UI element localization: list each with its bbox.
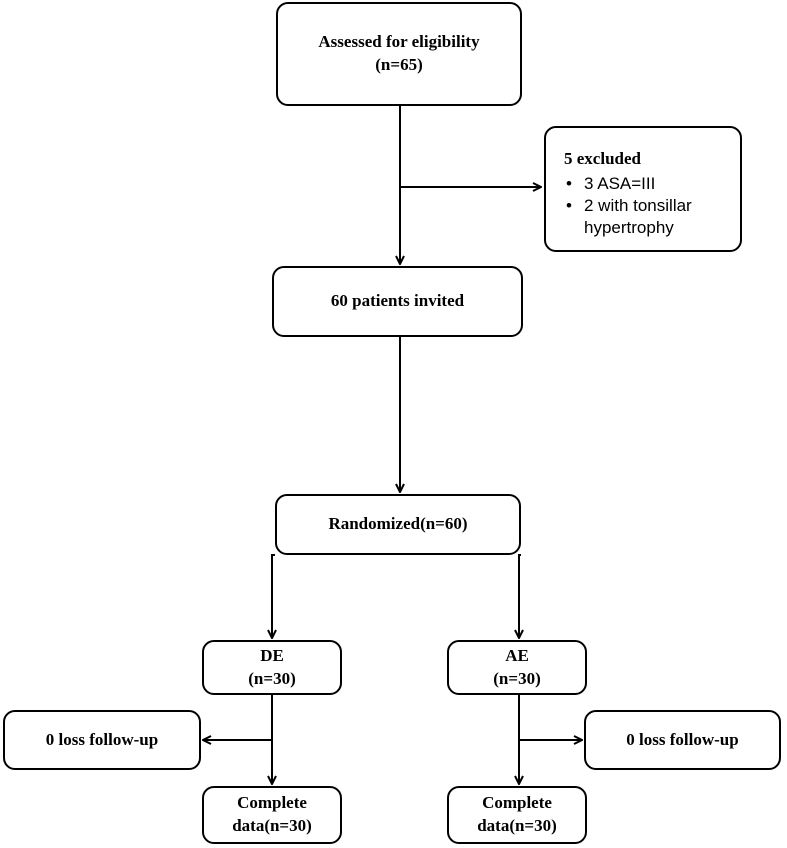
assessed-count: (n=65) (375, 55, 423, 74)
ae-count: (n=30) (493, 668, 541, 688)
excluded-reasons-list: 3 ASA=III 2 with tonsillar (564, 173, 692, 217)
excluded-reason-item: 3 ASA=III (566, 173, 692, 195)
box-assessed-eligibility: Assessed for eligibility (n=65) (276, 2, 522, 106)
excluded-reason-continuation: hypertrophy (584, 218, 674, 238)
invited-label: 60 patients invited (330, 291, 465, 311)
box-loss-followup-right: 0 loss follow-up (584, 710, 781, 770)
box-loss-followup-left: 0 loss follow-up (3, 710, 201, 770)
randomized-label: Randomized(n=60) (328, 514, 468, 534)
box-complete-data-left: Complete data(n=30) (202, 786, 342, 844)
ae-label: AE (505, 645, 529, 665)
de-label: DE (260, 645, 284, 665)
arrow-randomized-to-de (272, 554, 275, 638)
box-randomized: Randomized(n=60) (275, 494, 521, 555)
complete-left-count: data(n=30) (232, 816, 312, 835)
box-de-group: DE (n=30) (202, 640, 342, 695)
box-ae-group: AE (n=30) (447, 640, 587, 695)
box-complete-data-right: Complete data(n=30) (447, 786, 587, 844)
complete-right-count: data(n=30) (477, 816, 557, 835)
loss-left-label: 0 loss follow-up (45, 729, 159, 749)
arrow-randomized-to-ae (519, 554, 521, 638)
box-excluded: 5 excluded 3 ASA=III 2 with tonsillar hy… (544, 126, 742, 252)
complete-left-label: Complete (237, 793, 307, 813)
excluded-reason-item: 2 with tonsillar (566, 195, 692, 217)
box-patients-invited: 60 patients invited (272, 266, 523, 337)
de-count: (n=30) (248, 668, 296, 688)
complete-right-label: Complete (482, 793, 552, 813)
loss-right-label: 0 loss follow-up (626, 729, 739, 749)
excluded-title: 5 excluded (564, 149, 641, 168)
assessed-label: Assessed for eligibility (318, 32, 480, 52)
